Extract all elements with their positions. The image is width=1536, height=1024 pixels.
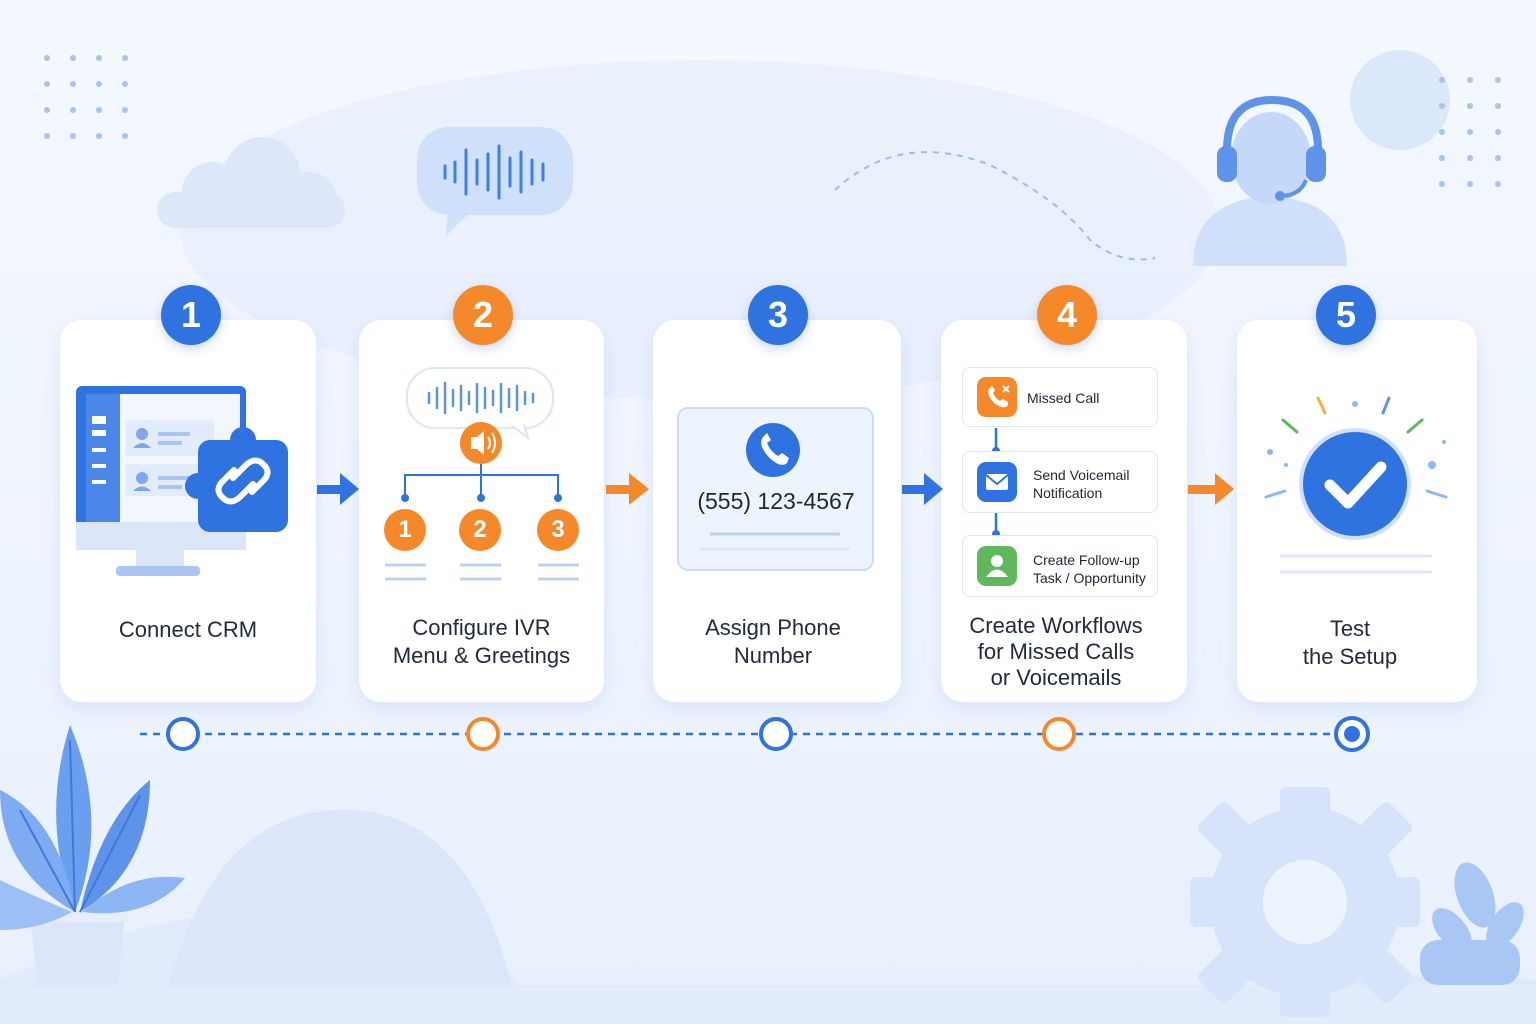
step-title-5: Test the Setup [1302, 616, 1398, 669]
missed-call-icon [977, 377, 1017, 417]
dot-grid-right [1439, 77, 1501, 187]
workflow-voicemail-label: Send Voicemail Notification [1033, 467, 1130, 501]
step-badge-5: 5 [1316, 285, 1376, 345]
phone-number-text: (555) 123-4567 [697, 488, 855, 514]
voice-bubble-icon [417, 127, 573, 236]
step-badge-2: 2 [453, 285, 513, 345]
step-card-1 [60, 320, 316, 702]
user-icon [977, 546, 1017, 586]
headset-agent-icon [1193, 95, 1347, 266]
dashed-arc [834, 151, 1156, 261]
step-title-4: Create Workflows for Missed Calls or Voi… [969, 613, 1143, 690]
potted-plant-icon [0, 725, 185, 985]
cloud-icon [157, 137, 345, 228]
workflow-missed-call-label: Missed Call [1027, 390, 1100, 406]
step-badge-4: 4 [1037, 285, 1097, 345]
workflow-followup: Create Follow-up Task / Opportunity [962, 535, 1158, 597]
step-title-2: Configure IVR Menu & Greetings [392, 615, 571, 668]
step-title-3: Assign Phone Number [705, 615, 841, 668]
workflow-missed-call: Missed Call [962, 367, 1158, 427]
gear-icon [1190, 787, 1420, 1017]
small-plant-icon [1420, 862, 1524, 985]
ivr-option-1: 1 [398, 516, 412, 543]
workflow-followup-label: Create Follow-up Task / Opportunity [1033, 552, 1146, 586]
step-badge-3: 3 [748, 285, 808, 345]
step-badge-1: 1 [161, 285, 221, 345]
workflow-voicemail: Send Voicemail Notification [962, 451, 1158, 513]
step-title-1: Connect CRM [118, 617, 258, 642]
ivr-option-2: 2 [473, 516, 487, 543]
ivr-option-3: 3 [551, 516, 565, 543]
envelope-icon [977, 462, 1017, 502]
dot-grid-left [44, 55, 128, 139]
